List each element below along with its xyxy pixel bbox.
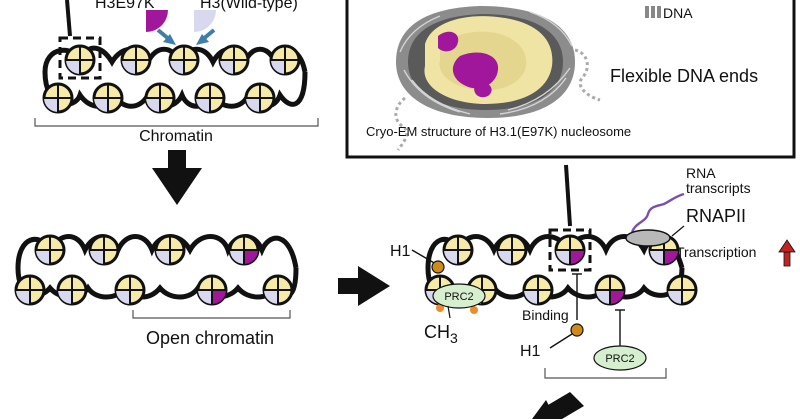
- ch3-connector: [447, 305, 451, 319]
- nucleosome-top-2: [120, 44, 152, 76]
- label-h1-bottom: H1: [520, 343, 541, 360]
- nucleosome-top-9: [194, 82, 226, 114]
- h1-bottom-connector: [549, 333, 573, 349]
- prc2-bottom-ellipse: [593, 345, 647, 371]
- methyl-dot-1: [436, 304, 444, 312]
- h3e97k-symbol: [146, 10, 168, 32]
- outcome-group: H1 PRC2 CH3 Binding H1 PRC2 RNA transcri…: [390, 164, 796, 419]
- zoom-pointer-line-right: [564, 164, 572, 227]
- diagonal-arrow-icon: [532, 392, 584, 419]
- prc2-left-ellipse: [432, 283, 486, 309]
- blue-arrow-left-icon: [156, 28, 176, 45]
- nucleosome-mid-3: [154, 234, 186, 266]
- methyl-dot-2: [470, 306, 478, 314]
- nucleosome-mid-8-mutant: [196, 274, 228, 306]
- label-rna-line1: RNA: [686, 165, 716, 181]
- cryo-em-inset: DNA Flexible DNA ends Cryo-EM structure …: [345, 0, 796, 159]
- label-prc2-bottom: PRC2: [605, 353, 634, 365]
- chromatin-bracket: [34, 118, 319, 127]
- h1-bottom-dot: [570, 323, 584, 337]
- label-open-chromatin: Open chromatin: [146, 328, 274, 348]
- nucleosome-mid-1: [34, 234, 66, 266]
- label-prc2-left: PRC2: [444, 291, 473, 303]
- nucleosome-mid-6: [56, 274, 88, 306]
- rnapii-connector: [671, 225, 685, 237]
- rna-transcript-icon: [630, 192, 685, 233]
- nucleosome-top-7: [92, 82, 124, 114]
- open-chromatin-bracket: [132, 310, 291, 319]
- inset-caption: Cryo-EM structure of H3.1(E97K) nucleoso…: [366, 124, 631, 139]
- cryo-em-structure-image: [396, 6, 575, 118]
- label-rna-line2: transcripts: [686, 180, 751, 196]
- label-chromatin: Chromatin: [139, 128, 213, 145]
- nucleosome-right-2: [496, 234, 528, 266]
- dna-legend-icon: [645, 6, 661, 18]
- nucleosome-mid-4-mutant: [228, 234, 260, 266]
- dna-fiber-top-lower: [42, 71, 308, 109]
- label-flexible-dna-ends: Flexible DNA ends: [610, 66, 758, 86]
- right-arrow-icon: [338, 266, 390, 306]
- down-arrow-icon: [152, 150, 202, 205]
- nucleosome-top-5: [269, 44, 301, 76]
- label-binding: Binding: [522, 307, 569, 323]
- label-h1-top: H1: [390, 243, 411, 260]
- label-rnapii: RNAPII: [686, 206, 746, 226]
- nucleosome-right-7: [522, 274, 554, 306]
- h1-top-dot: [431, 260, 445, 274]
- nucleosome-top-8: [144, 82, 176, 114]
- nucleosome-top-10: [244, 82, 276, 114]
- nucleosome-mid-7: [114, 274, 146, 306]
- label-ch3: CH3: [424, 322, 458, 346]
- selection-box-right: [548, 228, 592, 272]
- label-transcription: Transcription: [676, 244, 756, 260]
- nucleosome-top-1: [64, 44, 96, 76]
- blue-arrow-right-icon: [196, 28, 216, 45]
- nucleosome-mid-9: [262, 274, 294, 306]
- flexible-dna-end-right: [574, 48, 601, 102]
- chromatin-top-group: H3E97K H3(Wild-type): [34, 0, 319, 145]
- selection-box: [58, 36, 102, 80]
- nucleosome-top-3: [168, 44, 200, 76]
- nucleosome-right-3-mutant: [554, 234, 586, 266]
- outcome-bracket: [544, 368, 667, 379]
- nucleosome-top-6: [42, 82, 74, 114]
- flexible-dna-end-left: [394, 96, 409, 151]
- h1-top-connector: [411, 249, 437, 265]
- nucleosome-right-8-mutant: [594, 274, 626, 306]
- nucleosome-right-1: [442, 234, 474, 266]
- nucleosome-top-4: [218, 44, 250, 76]
- nucleosome-mid-2: [88, 234, 120, 266]
- h3-wildtype-symbol: [194, 10, 216, 32]
- rnapii-icon: [625, 229, 671, 247]
- zoom-pointer-line: [65, 0, 72, 37]
- label-h3-wildtype: H3(Wild-type): [200, 0, 298, 12]
- transcription-up-arrow-icon: [778, 239, 796, 267]
- open-chromatin-group: Open chromatin: [14, 234, 299, 348]
- nucleosome-right-9: [666, 274, 698, 306]
- label-h3e97k: H3E97K: [95, 0, 155, 12]
- nucleosome-mid-5: [14, 274, 46, 306]
- legend-dna: DNA: [663, 5, 693, 21]
